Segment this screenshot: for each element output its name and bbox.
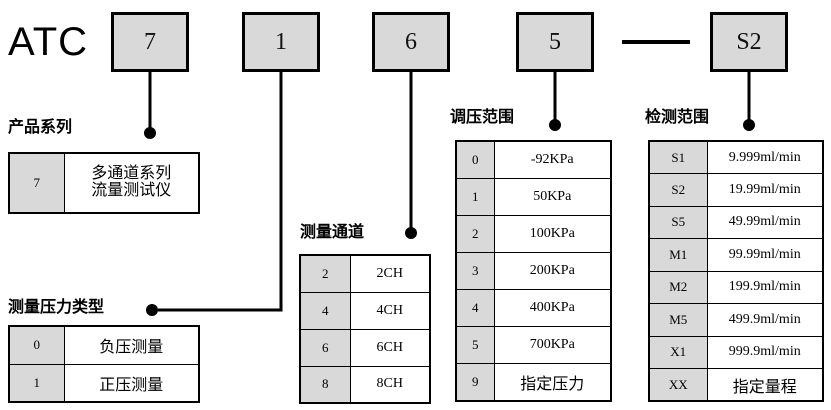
cell-desc: -92KPa	[493, 140, 612, 179]
code-box-pressure-type-value: 1	[275, 29, 287, 55]
table-row[interactable]: X1 999.9ml/min	[648, 335, 824, 369]
cell-desc: 50KPa	[493, 177, 612, 216]
table-row[interactable]: M5 499.9ml/min	[648, 303, 824, 337]
table-row[interactable]: 0 -92KPa	[455, 140, 612, 179]
cell-desc: 正压测量	[63, 363, 200, 403]
table-row[interactable]: 4 400KPa	[455, 289, 612, 328]
cell-desc: 8CH	[349, 365, 431, 404]
table-row[interactable]: S1 9.999ml/min	[648, 140, 824, 174]
cell-desc: 99.99ml/min	[706, 238, 824, 272]
table-measure-channel: 2 2CH 4 4CH 6 6CH 8 8CH	[299, 254, 431, 404]
heading-product-series: 产品系列	[8, 119, 73, 136]
cell-code: 0	[8, 325, 65, 365]
desc-line-1: 多通道系列	[91, 165, 172, 183]
table-row[interactable]: 4 4CH	[299, 291, 431, 330]
table-pressure-type: 0 负压测量 1 正压测量	[8, 325, 200, 403]
cell-code: 2	[299, 254, 351, 293]
table-row[interactable]: 1 50KPa	[455, 177, 612, 216]
cell-code: 9	[455, 363, 495, 402]
cell-code: M5	[648, 303, 708, 337]
cell-desc: 多通道系列 流量测试仪	[63, 152, 200, 214]
cell-desc: 700KPa	[493, 326, 612, 365]
cell-desc: 指定量程	[706, 368, 824, 402]
table-row[interactable]: S5 49.99ml/min	[648, 205, 824, 239]
table-product-series: 7 多通道系列 流量测试仪	[8, 152, 200, 214]
table-row[interactable]: 3 200KPa	[455, 251, 612, 291]
cell-code: 6	[299, 328, 351, 367]
table-row[interactable]: 8 8CH	[299, 365, 431, 404]
heading-detection-range: 检测范围	[645, 109, 710, 126]
table-row[interactable]: M2 199.9ml/min	[648, 270, 824, 304]
cell-desc: 400KPa	[493, 289, 612, 328]
table-row[interactable]: XX 指定量程	[648, 368, 824, 402]
table-row[interactable]: 5 700KPa	[455, 326, 612, 365]
code-box-detection-range[interactable]: S2	[710, 12, 788, 72]
cell-code: S5	[648, 205, 708, 239]
cell-desc: 200KPa	[493, 251, 612, 291]
table-row[interactable]: 2 2CH	[299, 254, 431, 293]
table-row[interactable]: S2 19.99ml/min	[648, 173, 824, 207]
cell-desc: 2CH	[349, 254, 431, 293]
cell-code: 8	[299, 365, 351, 404]
cell-desc: 负压测量	[63, 325, 200, 365]
cell-desc: 19.99ml/min	[706, 173, 824, 207]
code-box-channels-value: 6	[405, 29, 417, 55]
cell-code: M2	[648, 270, 708, 304]
desc-line-2: 流量测试仪	[91, 182, 172, 199]
cell-code: 3	[455, 251, 495, 291]
code-box-series-value: 7	[144, 29, 156, 55]
cell-desc: 49.99ml/min	[706, 205, 824, 239]
code-box-channels[interactable]: 6	[372, 12, 450, 72]
cell-code: 7	[8, 152, 65, 214]
cell-code: 1	[455, 177, 495, 216]
cell-code: XX	[648, 368, 708, 402]
cell-code: M1	[648, 238, 708, 272]
cell-desc: 199.9ml/min	[706, 270, 824, 304]
code-box-detection-range-value: S2	[736, 29, 762, 55]
cell-code: 1	[8, 363, 65, 403]
table-row[interactable]: M1 99.99ml/min	[648, 238, 824, 272]
cell-code: 2	[455, 214, 495, 253]
cell-desc: 999.9ml/min	[706, 335, 824, 369]
table-row[interactable]: 1 正压测量	[8, 363, 200, 403]
table-pressure-range: 0 -92KPa 1 50KPa 2 100KPa 3 200KPa 4 400…	[455, 140, 612, 402]
code-box-pressure-range[interactable]: 5	[516, 12, 594, 72]
cell-desc: 100KPa	[493, 214, 612, 253]
table-row[interactable]: 9 指定压力	[455, 363, 612, 402]
separator-dash	[622, 40, 690, 44]
cell-code: 4	[299, 291, 351, 330]
cell-code: S2	[648, 173, 708, 207]
cell-code: 5	[455, 326, 495, 365]
cell-desc: 499.9ml/min	[706, 303, 824, 337]
cell-desc: 9.999ml/min	[706, 140, 824, 174]
cell-desc: 6CH	[349, 328, 431, 367]
brand-label: ATC	[8, 20, 89, 64]
cell-code: S1	[648, 140, 708, 174]
cell-code: 4	[455, 289, 495, 328]
code-box-pressure-type[interactable]: 1	[242, 12, 320, 72]
heading-measure-channel: 测量通道	[300, 224, 365, 241]
table-detection-range: S1 9.999ml/min S2 19.99ml/min S5 49.99ml…	[648, 140, 824, 402]
cell-desc: 指定压力	[493, 363, 612, 402]
cell-desc: 4CH	[349, 291, 431, 330]
code-box-series[interactable]: 7	[111, 12, 189, 72]
code-box-pressure-range-value: 5	[549, 29, 561, 55]
table-row[interactable]: 7 多通道系列 流量测试仪	[8, 152, 200, 214]
table-row[interactable]: 6 6CH	[299, 328, 431, 367]
cell-code: X1	[648, 335, 708, 369]
heading-pressure-type: 测量压力类型	[8, 299, 105, 316]
table-row[interactable]: 0 负压测量	[8, 325, 200, 365]
heading-pressure-range: 调压范围	[450, 109, 515, 126]
cell-code: 0	[455, 140, 495, 179]
table-row[interactable]: 2 100KPa	[455, 214, 612, 253]
